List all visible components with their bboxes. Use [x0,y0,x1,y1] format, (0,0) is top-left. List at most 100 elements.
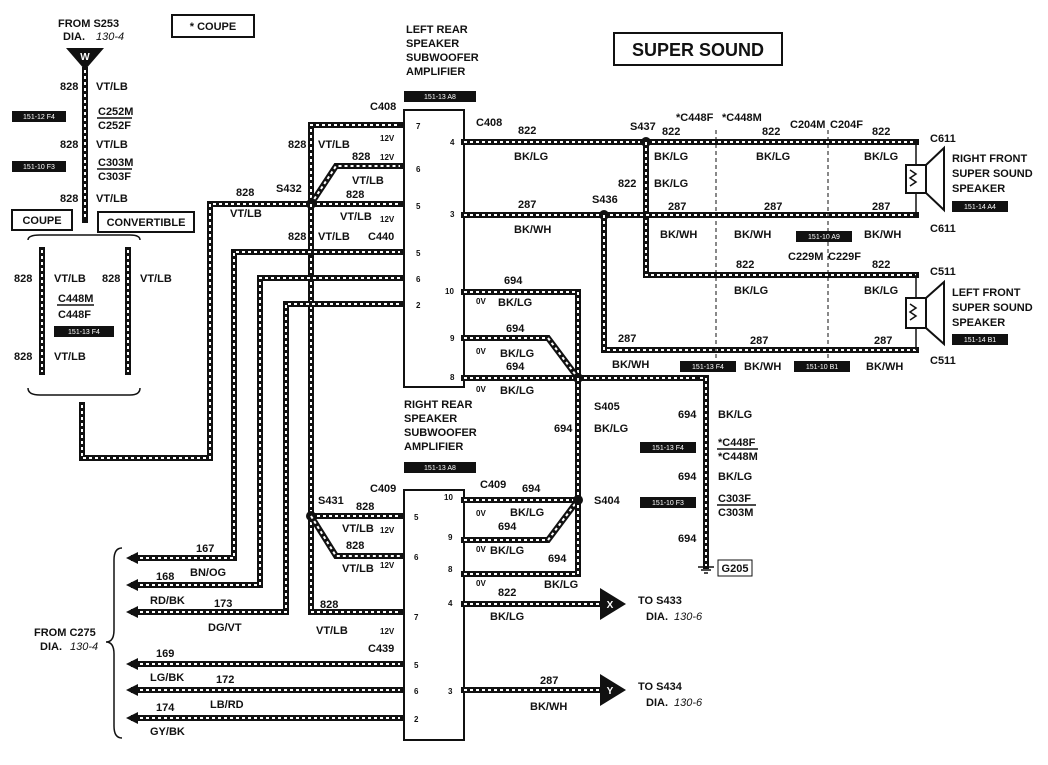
wire-color: VT/LB [54,273,86,285]
pin: 7 [416,122,421,131]
exit-y-arrow [600,674,626,706]
ref-tag: 151-13 F4 [692,364,724,371]
connector-sc448m: *C448M [718,451,758,463]
lf-speaker-icon [905,275,945,350]
convertible-box [97,211,195,233]
wire-color: BK/LG [500,348,534,360]
ref-tag: 151-13 F4 [68,329,100,336]
wire-color: DG/VT [208,622,242,634]
lf-speaker-name: SPEAKER [952,317,1005,329]
coupe-note-box [171,14,255,38]
wire-label: 828 [14,351,32,363]
exit-x-arrow [600,588,626,620]
wire-color: VT/LB [342,563,374,575]
pin: 6 [414,687,419,696]
coupe-note: * COUPE [190,21,236,33]
pin: 8 [450,373,455,382]
splice-label: S432 [276,183,302,195]
ref-tag: 151-13 F4 [652,445,684,452]
wire-label: 828 [102,273,120,285]
wire-color: LB/RD [210,699,244,711]
ref-tag: 151-10 F3 [652,500,684,507]
exit-x-line2: DIA. [646,611,668,623]
pin: 4 [448,599,453,608]
pin: 3 [450,210,455,219]
connector-c303m: C303M [718,507,753,519]
wire-label: 828 [356,501,374,513]
diagram-title: SUPER SOUND [632,40,764,60]
lf-speaker-name: SUPER SOUND [952,302,1033,314]
ref-tag: 151-10 F3 [23,164,55,171]
pin: 2 [416,301,421,310]
wire-color: GY/BK [150,726,185,738]
pin: 5 [416,249,421,258]
pin-voltage: 0V [476,545,486,554]
wire-label: 694 [522,483,541,495]
rr-amp-ref: 151-13 A8 [424,465,456,472]
title-box [613,32,783,66]
pin: 5 [414,661,419,670]
wire-color: BK/WH [660,229,697,241]
wire-color: BN/OG [190,567,226,579]
pin-voltage: 0V [476,509,486,518]
wire-label: 694 [548,553,567,565]
wire-color: BK/LG [514,151,548,163]
connector-c303m: C303M [98,157,133,169]
pin: 6 [414,553,419,562]
wire-label: 287 [874,335,892,347]
wire-label: 173 [214,598,232,610]
wire-label: 822 [872,259,890,271]
exit-x-symbol: X [607,600,614,611]
splice-label: S436 [592,194,618,206]
lf-speaker-name: LEFT FRONT [952,287,1021,299]
pin: 6 [416,165,421,174]
connector-c408: C408 [370,101,396,113]
wire-color: BK/LG [490,611,524,623]
wire-label: 287 [872,201,890,213]
wire-color: BK/LG [498,297,532,309]
pin: 7 [414,613,419,622]
wire-color: BK/LG [864,151,898,163]
splice-s404-node [573,495,583,505]
wire-color: VT/LB [140,273,172,285]
splice-s404: S404 [594,495,621,507]
wire-color: BK/LG [654,178,688,190]
wire-color: VT/LB [316,625,348,637]
lr-amp-name: SPEAKER [406,38,459,50]
splice-label: S431 [318,495,344,507]
wire-label: 168 [156,571,174,583]
connector-c448f: C448F [58,309,91,321]
rf-speaker-icon [905,142,945,215]
ref-tag: 151-12 F4 [23,114,55,121]
wire-label: 828 [60,81,78,93]
wire-color: BK/LG [500,385,534,397]
wire-color: LG/BK [150,672,184,684]
source-w-symbol: W [80,52,90,63]
pin: 3 [448,687,453,696]
wire-label: 694 [504,275,523,287]
wire-color: VT/LB [54,351,86,363]
rr-amp-name: SPEAKER [404,413,457,425]
lr-amp-name: SUBWOOFER [406,52,479,64]
connector-c448m: C448M [58,293,93,305]
wire-label: 828 [14,273,32,285]
wire-color: VT/LB [340,211,372,223]
wire-label: 287 [540,675,558,687]
pin: 9 [448,533,453,542]
wire-color: BK/WH [612,359,649,371]
wire-label: 828 [288,139,306,151]
connector-c408: C408 [476,117,502,129]
connector-c204m: C204M [790,119,825,131]
pin-voltage: 12V [380,153,395,162]
wire-label: 287 [668,201,686,213]
wire-label: 822 [762,126,780,138]
wire-label: 828 [352,151,370,163]
pin-voltage: 0V [476,347,486,356]
wire-label: 828 [60,139,78,151]
pin-voltage: 12V [380,526,395,535]
variant-convertible: CONVERTIBLE [107,217,186,229]
exit-y-dia: 130-6 [674,697,703,709]
lr-amp-box [403,109,465,388]
wire-color: VT/LB [96,193,128,205]
